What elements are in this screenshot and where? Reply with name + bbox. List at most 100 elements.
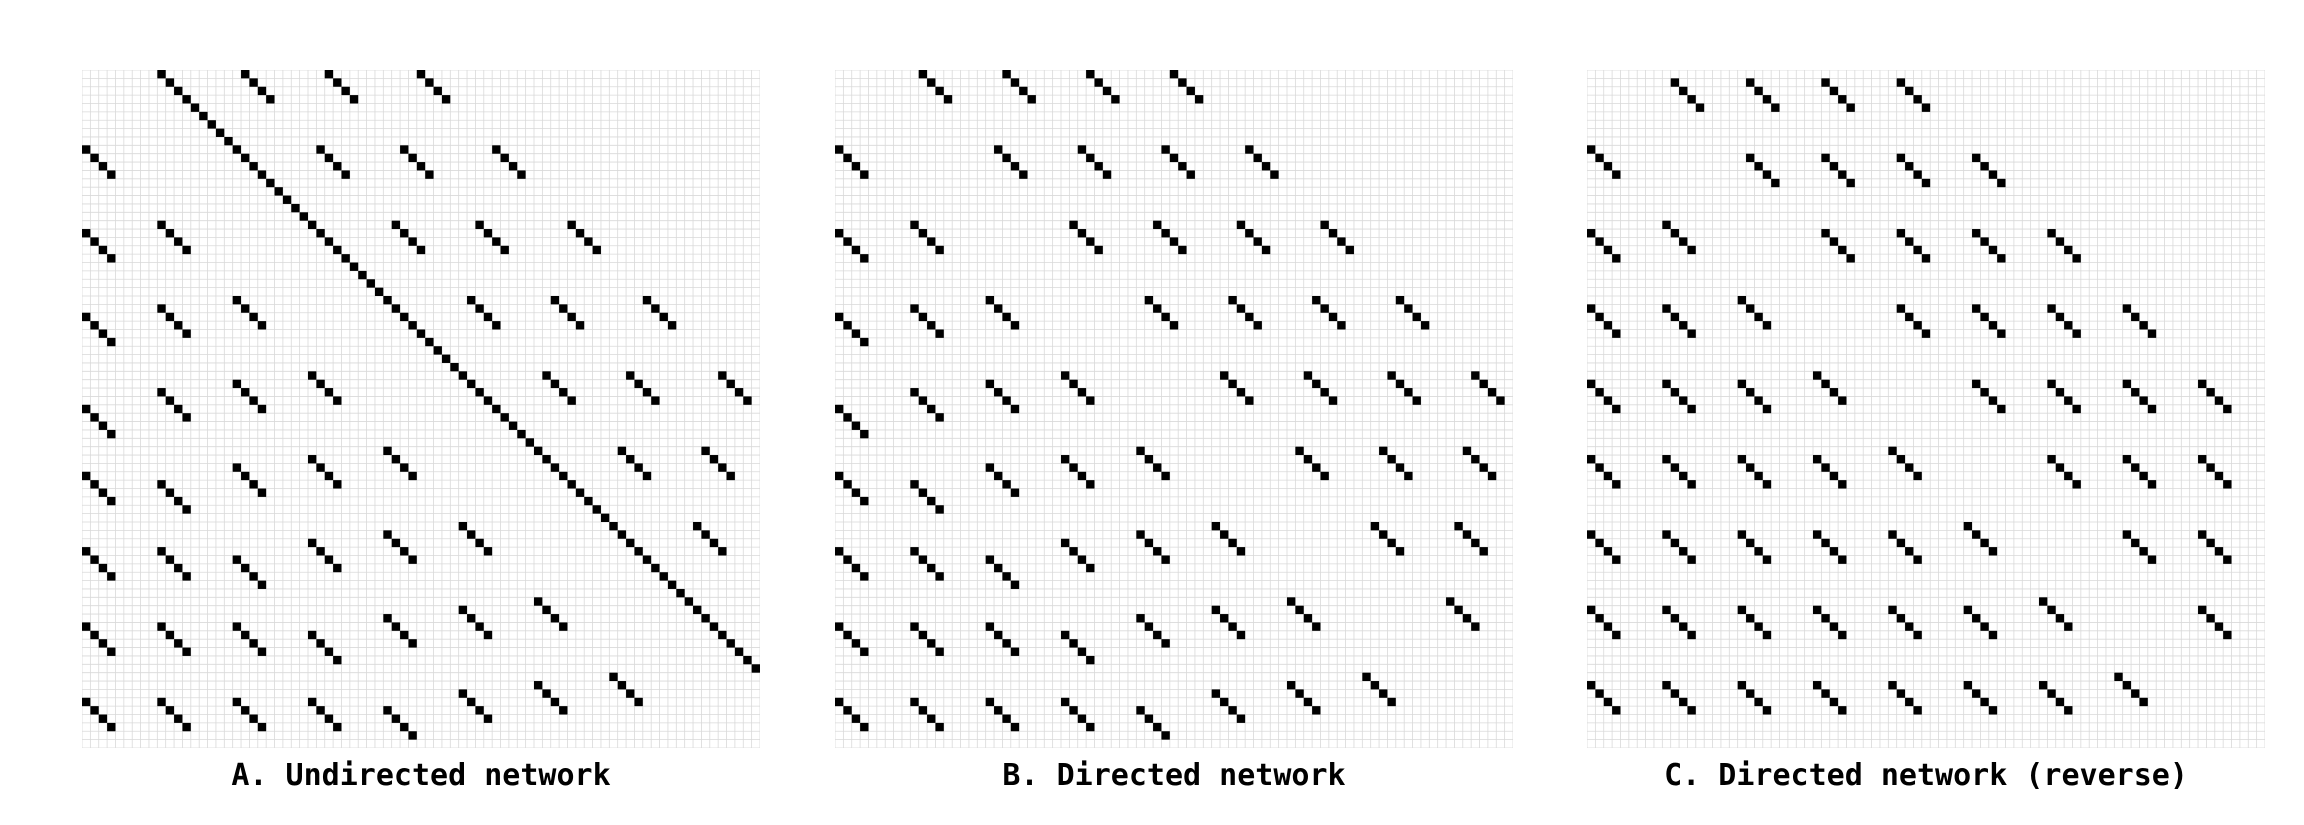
- matrix-cell-filled: [1395, 379, 1405, 389]
- matrix-cell-filled: [2122, 455, 2132, 464]
- matrix-cell-filled: [1896, 538, 1906, 548]
- matrix-cell-filled: [1679, 237, 1688, 246]
- matrix-cell-filled: [316, 706, 325, 715]
- matrix-cell-filled: [182, 722, 191, 732]
- matrix-cell-filled: [1086, 480, 1095, 489]
- matrix-cell-filled: [1337, 321, 1346, 330]
- matrix-cell-filled: [2147, 329, 2157, 338]
- matrix-cell-filled: [458, 522, 468, 531]
- matrix-cell-filled: [408, 237, 417, 246]
- matrix-cell-filled: [1896, 153, 1906, 163]
- matrix-cell-filled: [165, 396, 175, 405]
- matrix-cell-filled: [927, 714, 936, 723]
- matrix-cell-filled: [90, 706, 99, 715]
- matrix-cell-filled: [1077, 145, 1087, 154]
- matrix-cell-filled: [316, 547, 325, 556]
- matrix-cell-filled: [1587, 304, 1596, 313]
- matrix-cell-filled: [1679, 622, 1688, 631]
- matrix-cell-filled: [1754, 86, 1763, 96]
- matrix-cell-filled: [1236, 220, 1246, 230]
- matrix-cell-filled: [1236, 547, 1246, 556]
- matrix-panel-b: [835, 70, 1513, 748]
- matrix-cell-filled: [994, 563, 1003, 573]
- matrix-cell-filled: [1829, 86, 1839, 96]
- matrix-cell-filled: [1345, 245, 1354, 255]
- matrix-cell-filled: [224, 136, 233, 146]
- matrix-cell-filled: [567, 312, 576, 322]
- matrix-cell-filled: [475, 538, 484, 548]
- matrix-grid: [1587, 70, 2265, 748]
- matrix-cell-filled: [458, 605, 468, 615]
- matrix-cell-filled: [408, 731, 417, 740]
- matrix-cell-filled: [1086, 655, 1095, 665]
- matrix-cell-filled: [1771, 178, 1780, 188]
- matrix-cell-filled: [1679, 471, 1688, 481]
- matrix-cell-filled: [575, 229, 585, 238]
- matrix-cell-filled: [1471, 455, 1480, 464]
- matrix-cell-filled: [324, 388, 334, 397]
- matrix-cell-filled: [1169, 321, 1179, 330]
- matrix-cell-filled: [1603, 245, 1613, 255]
- matrix-cell-filled: [843, 706, 852, 715]
- matrix-cell-filled: [985, 379, 995, 389]
- matrix-cell-filled: [475, 388, 484, 397]
- matrix-cell-filled: [1829, 162, 1839, 171]
- matrix-cell-filled: [1813, 681, 1822, 690]
- matrix-cell-filled: [241, 563, 250, 573]
- matrix-cell-filled: [2214, 547, 2224, 556]
- matrix-cell-filled: [324, 647, 334, 656]
- matrix-cell-filled: [1612, 630, 1621, 640]
- matrix-cell-filled: [684, 597, 694, 606]
- matrix-cell-filled: [1211, 522, 1221, 531]
- matrix-cell-filled: [1963, 522, 1973, 531]
- matrix-cell-filled: [1220, 530, 1229, 539]
- matrix-cell-filled: [1838, 480, 1847, 489]
- matrix-cell-filled: [416, 245, 426, 255]
- matrix-cell-filled: [1695, 103, 1705, 112]
- matrix-cell-filled: [1687, 630, 1696, 640]
- matrix-cell-filled: [1404, 304, 1413, 313]
- matrix-cell-filled: [316, 463, 325, 472]
- matrix-cell-filled: [1687, 404, 1696, 414]
- matrix-cell-filled: [1153, 630, 1162, 640]
- matrix-cell-filled: [1169, 153, 1179, 163]
- matrix-cell-filled: [1595, 463, 1604, 472]
- matrix-cell-filled: [1603, 162, 1613, 171]
- matrix-cell-filled: [2055, 237, 2065, 246]
- matrix-cell-filled: [182, 505, 191, 514]
- matrix-cell-filled: [860, 572, 869, 581]
- matrix-cell-filled: [500, 413, 509, 422]
- matrix-cell-filled: [550, 614, 560, 623]
- matrix-cell-filled: [107, 722, 116, 732]
- matrix-cells: [82, 70, 760, 740]
- matrix-cell-filled: [592, 245, 601, 255]
- matrix-cell-filled: [1010, 722, 1020, 732]
- matrix-cell-filled: [1379, 446, 1388, 456]
- matrix-cell-filled: [433, 86, 442, 96]
- matrix-cell-filled: [634, 697, 643, 707]
- matrix-cell-filled: [1838, 245, 1847, 255]
- matrix-cell-filled: [199, 111, 208, 121]
- adjacency-matrix-b: [835, 70, 1513, 748]
- matrix-cell-filled: [257, 170, 267, 179]
- matrix-cell-filled: [584, 237, 593, 246]
- matrix-cell-filled: [1587, 379, 1596, 389]
- matrix-cell-filled: [918, 630, 928, 640]
- matrix-cell-filled: [1287, 681, 1296, 690]
- matrix-cell-filled: [2223, 630, 2232, 640]
- matrix-cell-filled: [1754, 547, 1763, 556]
- matrix-cell-filled: [483, 312, 493, 322]
- matrix-cell-filled: [835, 404, 844, 414]
- matrix-cell-filled: [1086, 153, 1095, 163]
- matrix-cell-filled: [157, 622, 166, 631]
- matrix-cell-filled: [391, 220, 401, 230]
- matrix-cell-filled: [843, 413, 852, 422]
- matrix-cell-filled: [475, 220, 484, 230]
- matrix-cell-filled: [333, 655, 342, 665]
- matrix-cell-filled: [98, 162, 108, 171]
- matrix-cell-filled: [1762, 555, 1772, 564]
- matrix-cell-filled: [1846, 103, 1855, 112]
- caption-c: C. Directed network (reverse): [1664, 758, 2188, 793]
- matrix-cell-filled: [860, 337, 869, 347]
- matrix-cell-filled: [249, 78, 258, 87]
